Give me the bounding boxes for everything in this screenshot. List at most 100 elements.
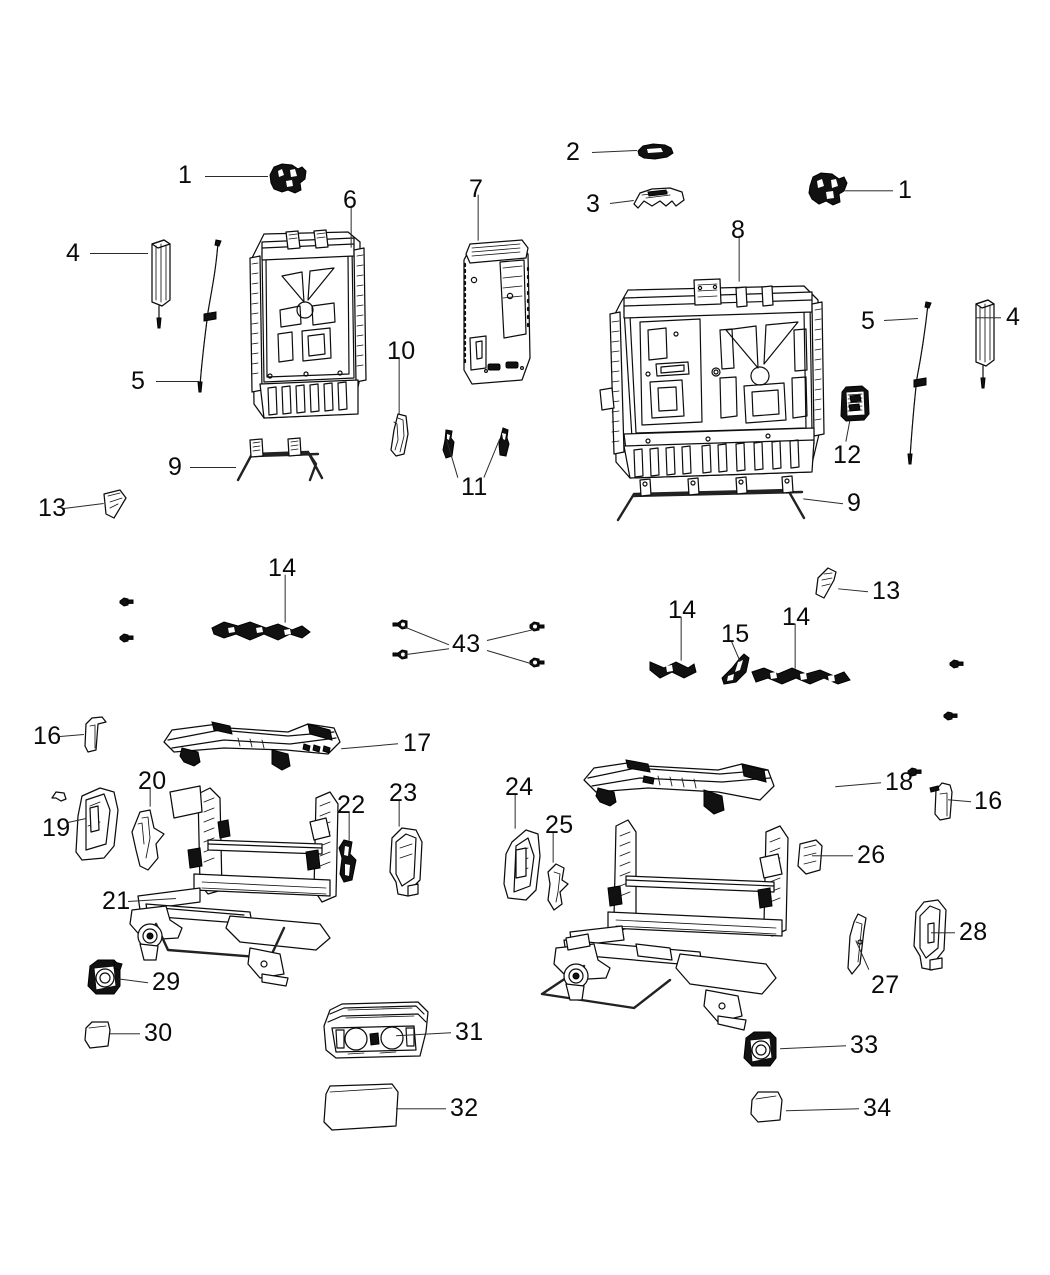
part-9-seat-back-wire-right — [616, 475, 806, 522]
callout-number-24[interactable]: 24 — [505, 773, 534, 801]
callout-number-11[interactable]: 11 — [461, 473, 488, 501]
callout-number-34[interactable]: 34 — [863, 1094, 892, 1122]
callout-number-32[interactable]: 32 — [450, 1094, 479, 1122]
leader-line-43-c — [486, 629, 535, 642]
part-5-release-cable-left — [197, 239, 222, 393]
part-13-trim-wedge-left — [103, 489, 127, 519]
callout-number-1[interactable]: 1 — [178, 161, 193, 189]
leader-line-26 — [812, 855, 853, 857]
leader-line-1 — [845, 190, 893, 192]
callout-number-25[interactable]: 25 — [545, 811, 574, 839]
part-28-hinge-cover-right — [913, 899, 947, 971]
callout-number-28[interactable]: 28 — [959, 918, 988, 946]
part-21-seat-cushion-frame-left — [129, 785, 339, 987]
callout-number-4[interactable]: 4 — [1006, 303, 1021, 331]
leader-line-9 — [802, 498, 844, 505]
part-18-rear-crossmember-right — [583, 759, 775, 815]
part-31-latch-bezel-assembly — [323, 1001, 429, 1059]
callout-number-27[interactable]: 27 — [871, 971, 900, 999]
leader-line-43-b — [403, 648, 450, 656]
callout-number-14[interactable]: 14 — [782, 603, 811, 631]
part-32-access-panel-center — [323, 1083, 399, 1131]
leader-line-18 — [834, 782, 882, 788]
leader-line-19 — [67, 818, 87, 824]
callout-number-9[interactable]: 9 — [847, 489, 862, 517]
part-13-trim-wedge-right — [815, 567, 837, 599]
callout-number-17[interactable]: 17 — [403, 729, 432, 757]
callout-number-5[interactable]: 5 — [131, 367, 146, 395]
leader-line-2 — [591, 150, 638, 154]
callout-number-19[interactable]: 19 — [42, 814, 71, 842]
leader-line-43-d — [486, 650, 535, 666]
callout-number-14[interactable]: 14 — [668, 596, 697, 624]
leader-line-31 — [395, 1032, 452, 1037]
callout-number-26[interactable]: 26 — [857, 841, 886, 869]
leader-line-4 — [976, 317, 1001, 319]
part-4-head-restraint-guide-left — [151, 239, 171, 329]
callout-number-1[interactable]: 1 — [898, 176, 913, 204]
callout-number-2[interactable]: 2 — [566, 138, 581, 166]
callout-number-9[interactable]: 9 — [168, 453, 183, 481]
part-1-latch-striker-left — [269, 163, 307, 194]
callout-number-6[interactable]: 6 — [343, 186, 358, 214]
part-1-latch-striker-right — [808, 172, 848, 206]
part-22-latch-handle-bracket — [338, 839, 357, 883]
callout-number-31[interactable]: 31 — [455, 1018, 484, 1046]
leader-line-3 — [609, 200, 635, 205]
leader-line-10 — [398, 357, 400, 415]
part-20-inner-side-shield-left — [131, 809, 165, 871]
callout-number-12[interactable]: 12 — [833, 441, 862, 469]
part-4-head-restraint-guide-right — [975, 299, 995, 389]
callout-number-16[interactable]: 16 — [974, 787, 1003, 815]
leader-line-43 — [403, 626, 450, 646]
part-11-hinge-bracket-right — [498, 427, 510, 457]
part-14-hook-clip-set-center — [649, 661, 697, 679]
part-30-access-cover-left — [84, 1021, 111, 1049]
callout-number-13[interactable]: 13 — [872, 577, 901, 605]
part-15-curved-retainer — [721, 653, 750, 685]
callout-number-29[interactable]: 29 — [152, 968, 181, 996]
callout-number-30[interactable]: 30 — [144, 1019, 173, 1047]
part-16-end-cap-left — [84, 716, 107, 753]
leader-line-16 — [947, 799, 972, 803]
callout-number-4[interactable]: 4 — [66, 239, 81, 267]
callout-number-10[interactable]: 10 — [387, 337, 416, 365]
callout-number-43[interactable]: 43 — [452, 630, 481, 658]
part-34-access-cover-right — [750, 1091, 783, 1123]
part-8-seat-back-frame-right — [599, 278, 825, 479]
part-3-release-bezel — [633, 187, 685, 209]
part-14-hook-clip-set-left — [211, 621, 311, 641]
callout-number-20[interactable]: 20 — [138, 767, 167, 795]
callout-number-3[interactable]: 3 — [586, 190, 601, 218]
callout-number-14[interactable]: 14 — [268, 554, 297, 582]
fastener-set-scattered — [51, 597, 964, 802]
callout-number-16[interactable]: 16 — [33, 722, 62, 750]
leader-line-5 — [156, 381, 199, 383]
part-10-pivot-cover — [390, 413, 409, 457]
callout-number-23[interactable]: 23 — [389, 779, 418, 807]
leader-line-1 — [205, 176, 268, 178]
part-25-inner-side-shield-right — [547, 863, 569, 911]
callout-number-21[interactable]: 21 — [102, 887, 131, 915]
leader-line-9 — [190, 467, 236, 469]
part-2-release-handle — [637, 143, 674, 160]
leader-line-32 — [396, 1108, 446, 1110]
callout-number-18[interactable]: 18 — [885, 768, 914, 796]
part-5-release-cable-right — [907, 301, 932, 465]
leader-line-27 — [855, 940, 870, 970]
callout-number-8[interactable]: 8 — [731, 216, 746, 244]
callout-number-33[interactable]: 33 — [850, 1031, 879, 1059]
part-17-rear-crossmember-left — [163, 721, 341, 771]
part-6-seat-back-frame-left — [249, 229, 367, 419]
callout-number-13[interactable]: 13 — [38, 494, 67, 522]
part-23-hinge-cover-left — [389, 827, 423, 897]
leader-line-34 — [785, 1108, 860, 1112]
callout-number-15[interactable]: 15 — [721, 620, 750, 648]
callout-number-5[interactable]: 5 — [861, 307, 876, 335]
callout-number-7[interactable]: 7 — [469, 175, 484, 203]
part-9-seat-back-wire-left — [236, 437, 324, 482]
callout-number-22[interactable]: 22 — [337, 791, 366, 819]
leader-line-13 — [837, 588, 869, 593]
leader-line-13 — [63, 503, 105, 510]
